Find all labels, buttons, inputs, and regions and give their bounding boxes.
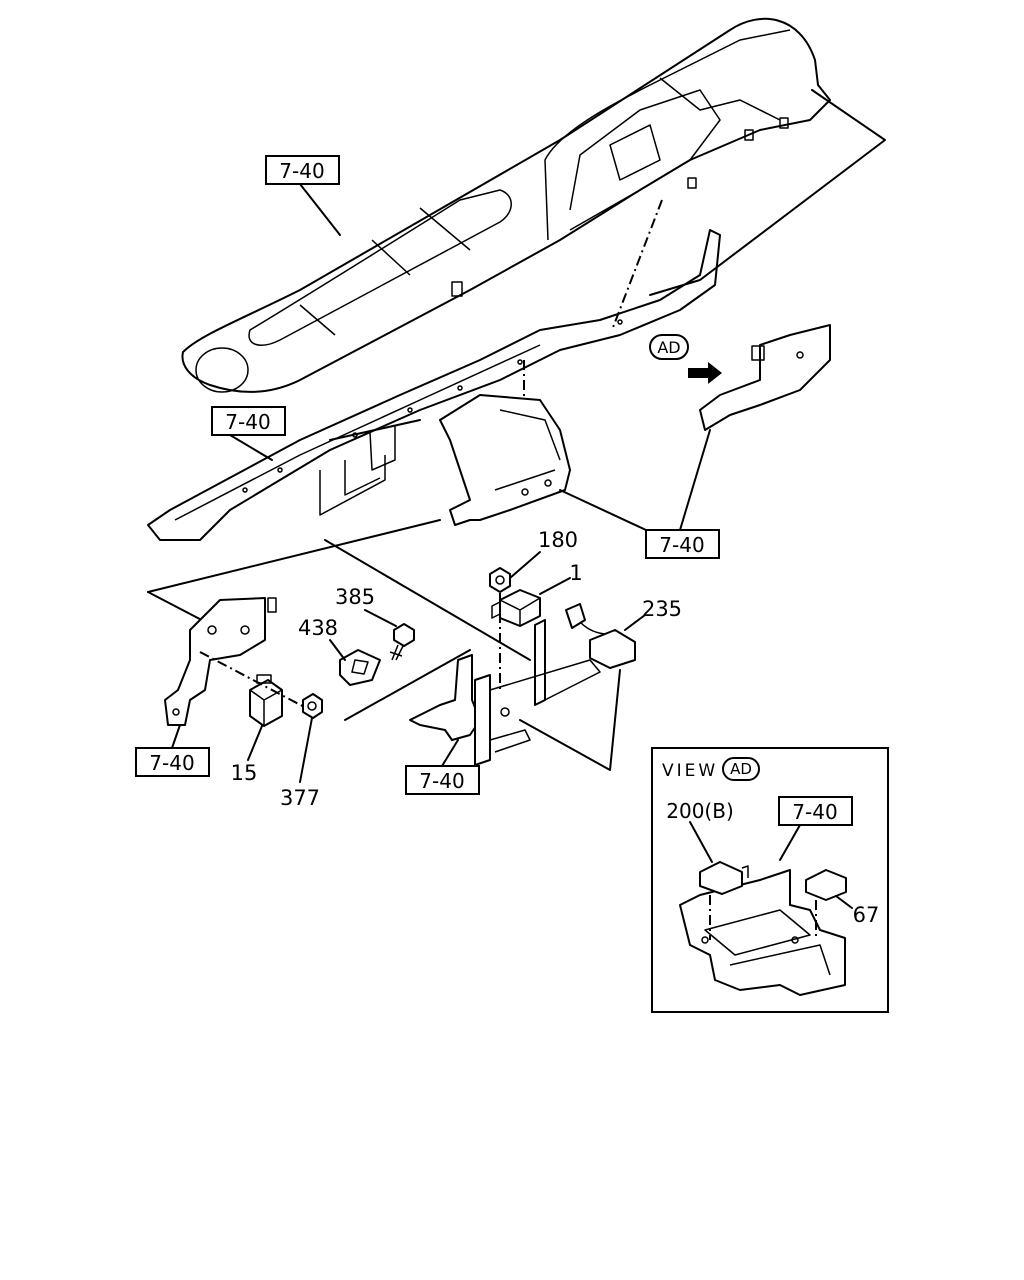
- ref-center-bracket: 7-40: [559, 429, 720, 559]
- part-438-module: 438: [298, 616, 381, 686]
- view-callout-label: AD: [657, 338, 680, 357]
- center-bracket: [439, 394, 571, 526]
- part-200-label: 200(B): [666, 799, 734, 823]
- part-438-label: 438: [298, 616, 338, 640]
- ref-inset: 7-40: [778, 796, 853, 861]
- part-1-label: 1: [569, 561, 582, 585]
- part-385-bolt: 385: [335, 585, 415, 661]
- ref-left-bracket: 7-40: [135, 724, 210, 777]
- svg-text:7-40: 7-40: [792, 800, 837, 824]
- part-235-label: 235: [642, 597, 682, 621]
- right-bracket: [699, 324, 831, 431]
- view-ad-inset: VIEW AD 7-40 200(B) 67: [651, 747, 889, 1013]
- part-15-module: 15: [199, 651, 311, 785]
- ref-dash-panel: 7-40: [265, 155, 341, 236]
- svg-text:7-40: 7-40: [659, 533, 704, 557]
- left-bracket: [164, 597, 277, 726]
- part-15-label: 15: [231, 761, 258, 785]
- svg-text:7-40: 7-40: [149, 751, 194, 775]
- svg-text:7-40: 7-40: [225, 410, 270, 434]
- view-callout-ad: AD: [649, 334, 722, 384]
- part-377-label: 377: [280, 786, 320, 810]
- part-235-sensor: 235: [565, 597, 682, 669]
- view-arrow-icon: [688, 362, 722, 384]
- svg-text:7-40: 7-40: [279, 159, 324, 183]
- inset-callout: AD: [730, 760, 752, 778]
- part-180-nut: 180: [489, 528, 578, 593]
- dashboard-panel: [181, 17, 831, 393]
- part-385-label: 385: [335, 585, 375, 609]
- svg-text:7-40: 7-40: [419, 769, 464, 793]
- ref-bottom-bracket: 7-40: [405, 739, 480, 795]
- inset-title: VIEW: [662, 761, 718, 781]
- cross-member: [147, 229, 721, 541]
- part-377-nut: 377: [280, 693, 323, 810]
- part-180-label: 180: [538, 528, 578, 552]
- center-lower-bracket: [409, 593, 601, 766]
- part-67-label: 67: [853, 903, 880, 927]
- ref-cross-member: 7-40: [211, 406, 286, 461]
